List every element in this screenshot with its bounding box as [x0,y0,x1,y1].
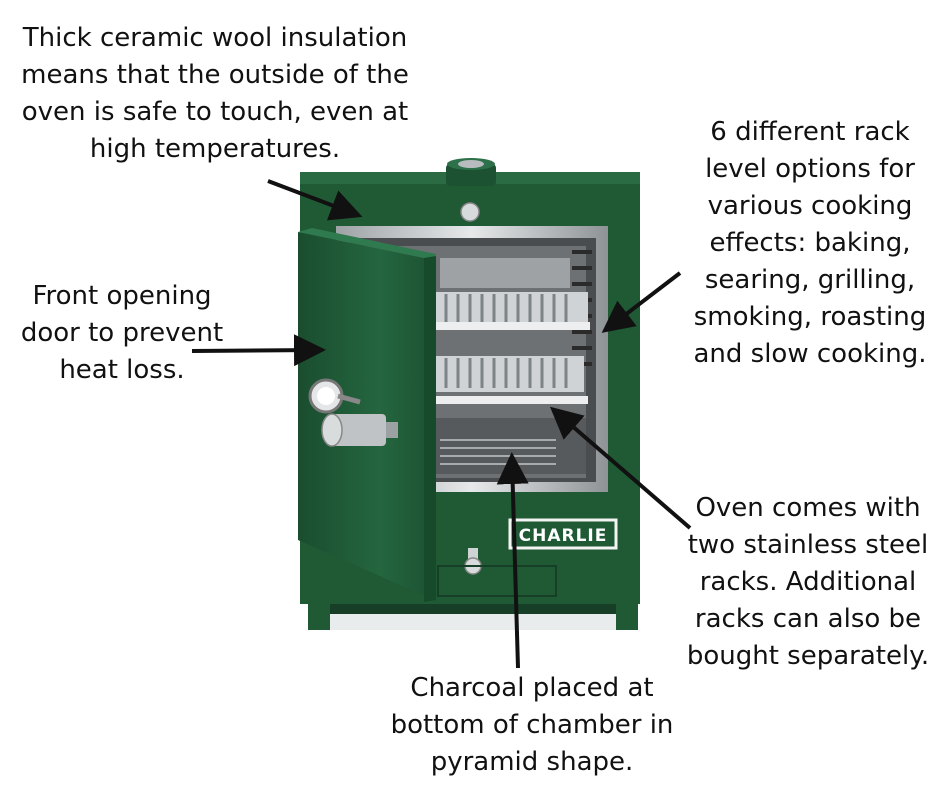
top-vent [446,158,496,186]
callout-charcoal: Charcoal placed at bottom of chamber in … [390,673,674,777]
rack-lower [436,356,588,404]
callout-insulation: Thick ceramic wool insulation means that… [21,23,409,164]
brand-logo-text: CHARLIE [519,526,608,546]
brand-badge: CHARLIE [508,518,618,550]
callout-rack-levels: 6 different rack level options for vario… [693,117,927,369]
rack-upper [436,292,590,330]
arrow-insulation [267,179,363,221]
arrow-door [191,334,326,367]
arrow-charcoal [496,452,529,669]
door-handle [321,413,398,447]
ash-drawer [437,565,557,597]
callout-racks: Oven comes with two stainless steel rack… [686,493,930,671]
arrow-rack-levels [601,271,682,333]
callout-door: Front opening door to prevent heat loss. [20,281,224,385]
callout-arrows [191,179,692,669]
arrow-racks [549,406,692,530]
top-knob [460,202,480,222]
thermometer [308,378,361,414]
